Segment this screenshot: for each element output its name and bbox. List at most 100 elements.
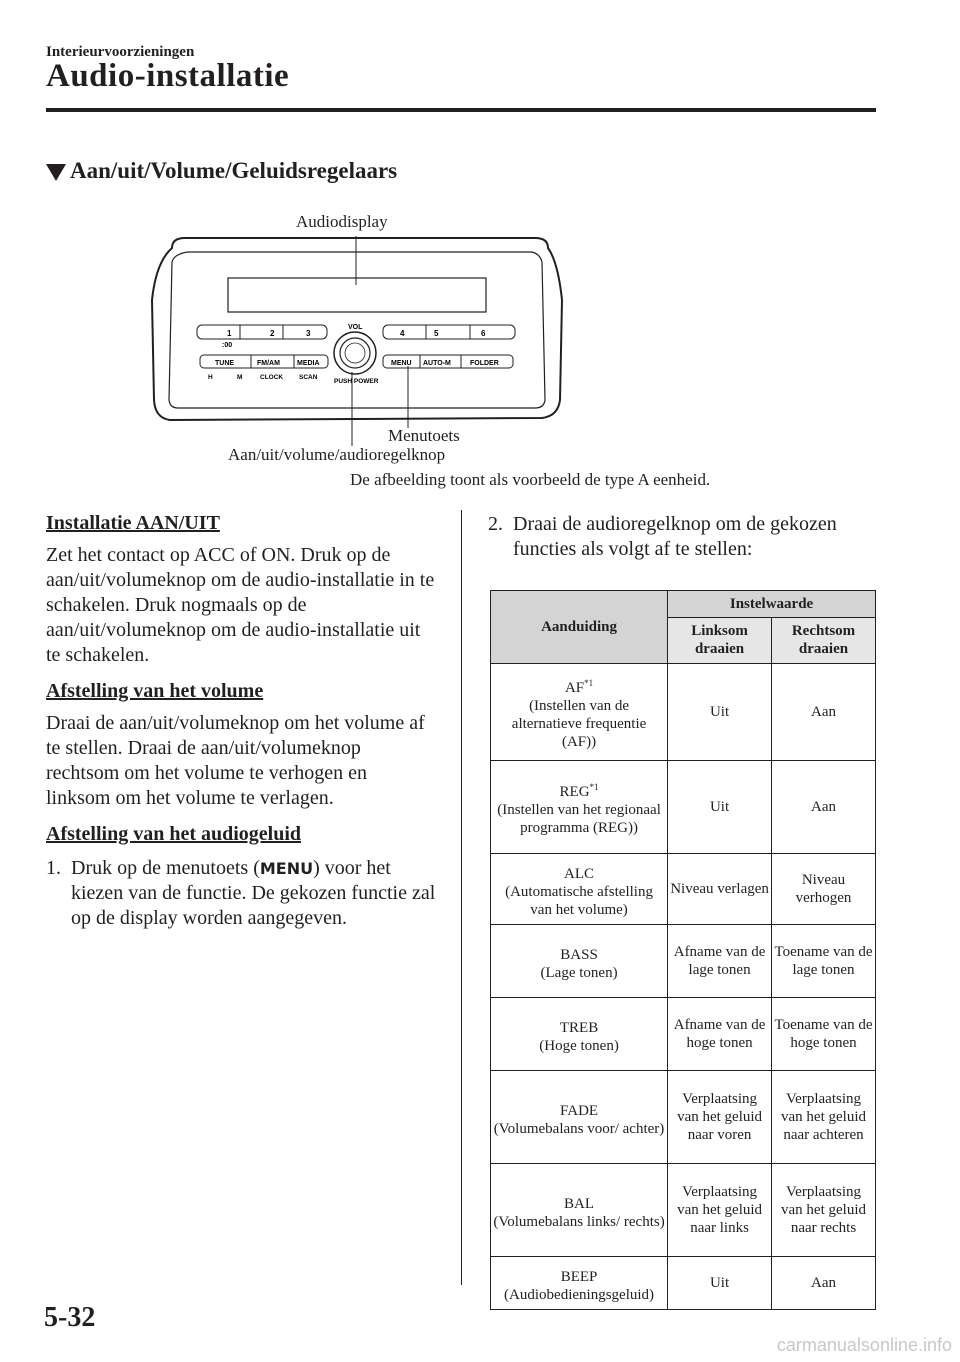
preset-4-label: 4	[400, 329, 405, 338]
setting-description: (Volumebalans voor/ achter)	[493, 1120, 665, 1137]
setting-description: (Automatische afstelling van het volume)	[505, 883, 653, 918]
step-2: 2. Draai de audioregelknop om de gekozen…	[488, 512, 888, 562]
setting-description: (Lage tonen)	[540, 964, 618, 981]
cell-aanduiding: FADE(Volumebalans voor/ achter)	[489, 1070, 669, 1164]
cell-rechtsom: Verplaatsing van het geluid naar achtere…	[771, 1070, 876, 1164]
settings-table-body: AF*1(Instellen van de alternatieve frequ…	[489, 663, 876, 1310]
setting-description: (Instellen van het regionaal programma (…	[497, 801, 661, 836]
table-row: BAL(Volumebalans links/ rechts)Verplaats…	[489, 1163, 876, 1257]
preset-3-label: 3	[306, 329, 311, 338]
left-column: Installatie AAN/UIT Zet het contact op A…	[46, 512, 436, 931]
clock-label: CLOCK	[260, 374, 283, 381]
setting-name: TREB	[559, 1019, 599, 1036]
scan-label: SCAN	[299, 374, 318, 381]
watermark: carmanualsonline.info	[776, 1335, 952, 1355]
col-linksom: Linksom draaien	[667, 616, 773, 665]
page-title: Audio-installatie	[46, 58, 290, 94]
cell-rechtsom: Aan	[771, 663, 876, 761]
push-power-label: PUSH POWER	[334, 378, 379, 385]
cell-aanduiding: AF*1 (Instellen van de alternatieve frequ…	[489, 663, 669, 761]
step-2-number: 2.	[488, 513, 503, 535]
col-rechtsom: Rechtsom draaien	[771, 616, 876, 665]
audio-display	[227, 277, 487, 313]
step-1: 1. Druk op de menutoets (MENU) voor het …	[46, 856, 436, 931]
setting-name: BEEP	[560, 1268, 598, 1285]
step-2-text: Draai de audioregelknop om de gekozen fu…	[513, 513, 837, 560]
volume-heading: Afstelling van het volume	[46, 680, 264, 702]
running-header-section: Interieurvoorzieningen	[46, 44, 195, 60]
preset-1-label: 1	[227, 329, 232, 338]
zero-label: :00	[222, 342, 232, 349]
section-title-text: Aan/uit/Volume/Geluidsregelaars	[70, 158, 398, 183]
setting-name: BASS	[560, 946, 598, 963]
setting-footnote: *1	[589, 781, 599, 792]
label-audiodisplay: Audiodisplay	[296, 212, 388, 231]
table-row: FADE(Volumebalans voor/ achter)Verplaats…	[489, 1070, 876, 1164]
step-1-number: 1.	[46, 857, 61, 879]
media-label: MEDIA	[297, 360, 320, 367]
setting-description: (Hoge tonen)	[539, 1037, 619, 1054]
cell-linksom: Uit	[667, 663, 773, 761]
col-instelwaarde: Instelwaarde	[667, 590, 876, 618]
cell-linksom: Afname van de lage tonen	[667, 924, 773, 998]
volume-text: Draai de aan/uit/volumeknop om het volum…	[46, 712, 425, 809]
cell-rechtsom: Aan	[771, 1256, 876, 1310]
table-row: ALC(Automatische afstelling van het volu…	[489, 853, 876, 925]
header-rule	[46, 108, 876, 112]
table-row: BASS(Lage tonen)Afname van de lage tonen…	[489, 924, 876, 998]
preset-6-label: 6	[481, 329, 486, 338]
label-menutoets: Menutoets	[388, 426, 460, 445]
tune-label: TUNE	[215, 360, 234, 367]
geluid-heading: Afstelling van het audiogeluid	[46, 823, 302, 845]
section-title: Aan/uit/Volume/Geluidsregelaars	[46, 158, 397, 184]
fmam-label: FM/AM	[257, 360, 280, 367]
cell-linksom: Verplaatsing van het geluid naar links	[667, 1163, 773, 1257]
setting-name: BAL	[564, 1195, 595, 1212]
cell-aanduiding: BASS(Lage tonen)	[489, 924, 669, 998]
cell-rechtsom: Aan	[771, 760, 876, 854]
label-knop: Aan/uit/volume/audioregelknop	[228, 445, 446, 464]
folder-label: FOLDER	[470, 360, 499, 367]
cell-rechtsom: Niveau verhogen	[771, 853, 876, 925]
step-1-text-b: ) voor het kiezen van de functie. De gek…	[71, 857, 436, 929]
cell-linksom: Uit	[667, 1256, 773, 1310]
page-number: 5-32	[44, 1302, 96, 1333]
h-label: H	[208, 374, 213, 381]
setting-name: REG	[559, 783, 590, 800]
setting-footnote: *1	[584, 677, 594, 688]
setting-description: (Audiobedieningsgeluid)	[504, 1286, 655, 1303]
col-aanduiding: Aanduiding	[489, 590, 669, 664]
autom-label: AUTO-M	[423, 360, 451, 367]
setting-name: FADE	[560, 1102, 599, 1119]
m-label: M	[237, 374, 242, 381]
right-column: 2. Draai de audioregelknop om de gekozen…	[488, 512, 888, 562]
setting-description: (Volumebalans links/ rechts)	[493, 1213, 665, 1230]
preset-5-label: 5	[434, 329, 439, 338]
cell-rechtsom: Verplaatsing van het geluid naar rechts	[771, 1163, 876, 1257]
cell-linksom: Uit	[667, 760, 773, 854]
step-1-text-a: Druk op de menutoets (	[71, 857, 260, 879]
step-1-text: Druk op de menutoets (MENU) voor het kie…	[71, 856, 436, 931]
audio-unit-figure: 1 2 3 :00 4 5 6 TUNE FM/AM MEDIA H M CLO…	[150, 236, 564, 446]
setting-name: ALC	[564, 865, 595, 882]
triangle-marker-icon	[46, 163, 66, 181]
table-subheader-row: Linksom draaien Rechtsom draaien	[491, 616, 876, 665]
column-divider	[461, 510, 462, 1285]
preset-2-label: 2	[270, 329, 275, 338]
cell-aanduiding: REG*1 (Instellen van het regionaal progra…	[489, 760, 669, 854]
cell-aanduiding: BEEP(Audiobedieningsgeluid)	[489, 1256, 669, 1310]
cell-rechtsom: Toename van de hoge tonen	[771, 997, 876, 1071]
installatie-heading: Installatie AAN/UIT	[46, 512, 220, 534]
setting-name: AF	[564, 679, 585, 696]
menu-key-label: MENU	[391, 360, 412, 367]
table-row: AF*1 (Instellen van de alternatieve frequ…	[489, 663, 876, 761]
cell-linksom: Niveau verlagen	[667, 853, 773, 925]
table-row: TREB(Hoge tonen)Afname van de hoge tonen…	[489, 997, 876, 1071]
cell-linksom: Verplaatsing van het geluid naar voren	[667, 1070, 773, 1164]
cell-rechtsom: Toename van de lage tonen	[771, 924, 876, 998]
setting-description: (Instellen van de alternatieve frequenti…	[511, 697, 647, 750]
cell-aanduiding: BAL(Volumebalans links/ rechts)	[489, 1163, 669, 1257]
table-row: REG*1 (Instellen van het regionaal progra…	[489, 760, 876, 854]
figure-caption: De afbeelding toont als voorbeeld de typ…	[350, 470, 711, 489]
